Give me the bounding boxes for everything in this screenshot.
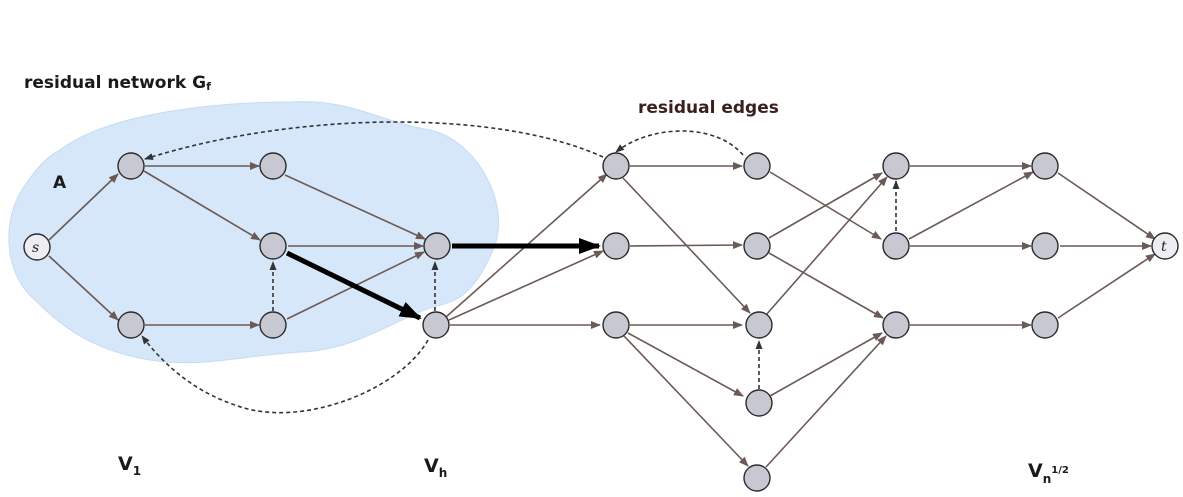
source-node xyxy=(23,233,51,261)
node xyxy=(743,232,771,260)
node xyxy=(743,464,771,492)
node xyxy=(743,152,771,180)
layer-label-vn: Vn1/2 xyxy=(1028,460,1069,486)
node xyxy=(1031,311,1059,339)
node xyxy=(882,232,910,260)
node xyxy=(117,311,145,339)
node xyxy=(259,152,287,180)
augmenting-path-edges xyxy=(285,238,601,321)
node xyxy=(602,311,630,339)
source-label: s xyxy=(32,240,39,256)
residual-network-title: residual network Gf xyxy=(24,73,211,93)
node xyxy=(602,152,630,180)
residual-edges xyxy=(141,121,900,414)
node xyxy=(745,311,773,339)
sink-label: t xyxy=(1161,239,1167,255)
sink-node xyxy=(1151,232,1179,260)
layer-label-vh: Vh xyxy=(424,455,447,480)
residual-edges-label: residual edges xyxy=(638,98,779,118)
node xyxy=(1031,232,1059,260)
node xyxy=(259,311,287,339)
layer-label-v1: V1 xyxy=(118,453,141,478)
node xyxy=(423,232,451,260)
node xyxy=(117,152,145,180)
node xyxy=(745,389,773,417)
node xyxy=(602,232,630,260)
node xyxy=(882,152,910,180)
network-nodes: s t xyxy=(23,152,1179,492)
node xyxy=(422,311,450,339)
set-a-label: A xyxy=(53,173,67,193)
node xyxy=(882,311,910,339)
node xyxy=(1031,152,1059,180)
node xyxy=(259,232,287,260)
